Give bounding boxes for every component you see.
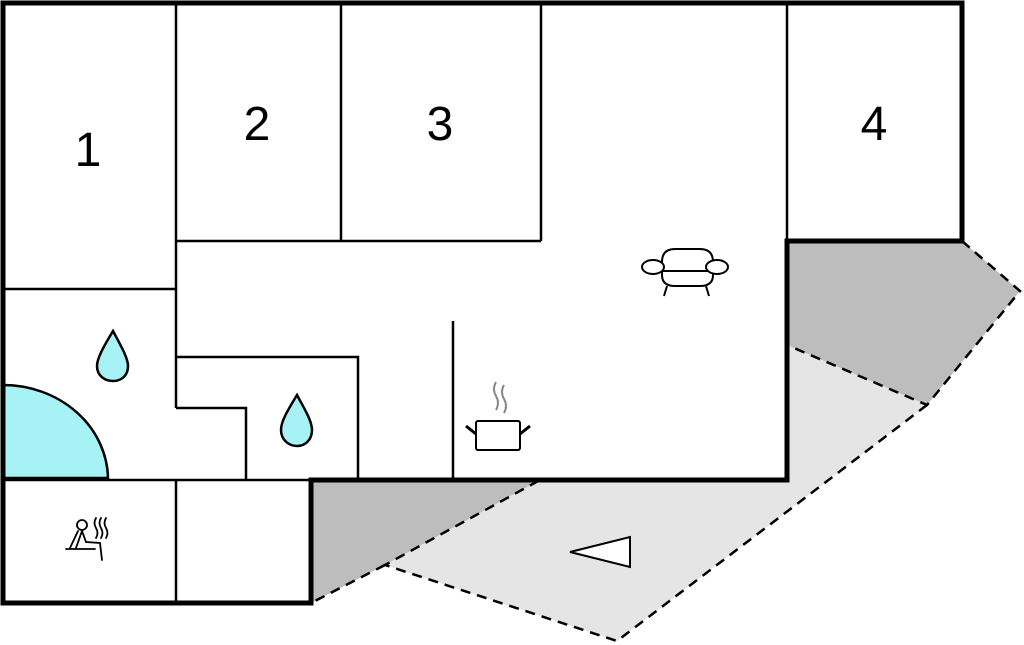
- open-terrace: [385, 345, 927, 641]
- sauna-icon: [65, 517, 109, 561]
- covered-terrace-east: [787, 241, 1020, 405]
- cooking-pot-icon: [465, 381, 531, 451]
- terrace-boundary: [786, 240, 1022, 407]
- sofa-icon: [641, 248, 729, 297]
- terrace-boundary: [310, 563, 386, 605]
- room-label-1: 1: [75, 124, 102, 177]
- room-label-3: 3: [427, 98, 454, 151]
- terrace-boundary: [381, 404, 928, 643]
- room-label-2: 2: [244, 98, 271, 151]
- exterior-walls: [0, 0, 965, 606]
- pool-icon: [1, 383, 110, 480]
- entrance-triangle-icon: [569, 535, 631, 569]
- water-drop-icon: [279, 392, 314, 448]
- interior-walls: [3, 3, 789, 603]
- water-drop-icon: [95, 328, 130, 383]
- room-label-4: 4: [861, 98, 888, 151]
